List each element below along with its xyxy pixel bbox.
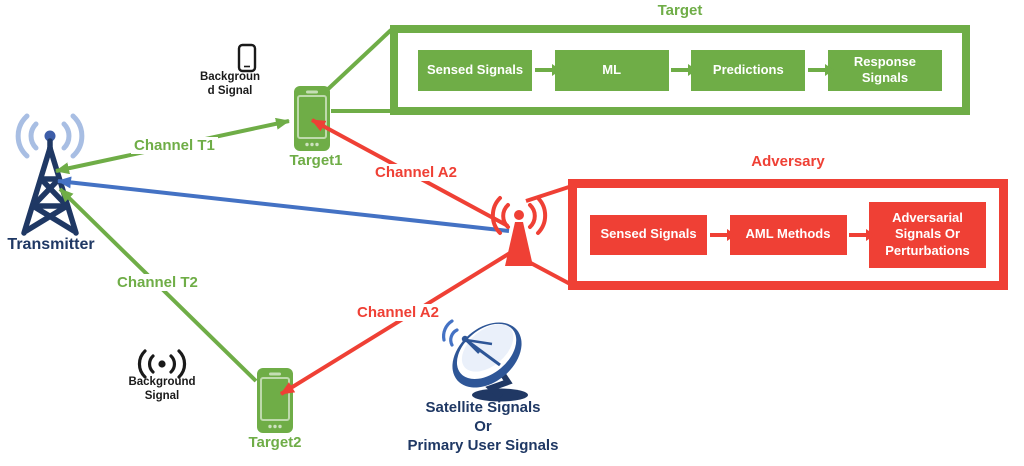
phone-outline-icon — [237, 43, 257, 73]
target-callout-wedge — [324, 28, 394, 113]
satellite-label-line3: Primary User Signals — [407, 437, 559, 455]
target2-label: Target2 — [248, 434, 302, 451]
target2-phone-icon — [256, 367, 294, 434]
adversary-step-sensed-signals: Sensed Signals — [590, 214, 707, 255]
channel-t1-text: Channel T1 — [131, 137, 218, 154]
channel-a2-bottom-label: Channel A2 — [354, 304, 442, 321]
target-step-response-signals: Response Signals — [827, 49, 942, 91]
background-signal-bottom-line1: Background — [128, 376, 196, 388]
channel-a2-bottom-line — [279, 251, 512, 396]
transmitter-tower-icon — [21, 130, 79, 236]
background-signal-bottom-label: Background Signal — [125, 376, 199, 404]
satellite-label-line2: Or — [474, 418, 492, 436]
target1-phone-icon — [293, 85, 331, 152]
right-arrow-icon — [849, 232, 867, 237]
right-arrow-icon — [709, 232, 727, 237]
adversary-step-adversarial-signals: Adversarial Signals Or Perturbations — [869, 201, 986, 268]
channel-a2-bottom-text: Channel A2 — [354, 304, 442, 321]
transmitter-adversary-line — [57, 176, 510, 233]
target-step-predictions: Predictions — [691, 49, 806, 91]
channel-t2-text: Channel T2 — [114, 274, 201, 291]
target-step-ml: ML — [554, 49, 669, 91]
broadcast-signal-icon — [137, 349, 187, 379]
background-signal-top-line2: d Signal — [207, 84, 253, 97]
target-step-sensed-signals: Sensed Signals — [418, 49, 532, 91]
transmitter-label: Transmitter — [7, 236, 95, 253]
target1-label: Target1 — [289, 152, 343, 169]
background-signal-bottom-line2: Signal — [144, 389, 180, 402]
right-arrow-icon — [534, 68, 552, 72]
background-signal-top-line1: Backgroun — [199, 71, 261, 83]
adversary-antenna-icon — [490, 196, 548, 266]
adversary-pipeline-box: Sensed Signals AML Methods Adversarial S… — [568, 179, 1008, 290]
channel-t1-label: Channel T1 — [131, 137, 218, 154]
target-pipeline-title: Target — [657, 2, 703, 19]
satellite-label-line1: Satellite Signals — [425, 399, 541, 416]
channel-a2-top-label: Channel A2 — [372, 164, 460, 181]
adversary-callout-wedge — [525, 184, 573, 287]
target-pipeline-box: Sensed Signals ML Predictions Response S… — [390, 25, 970, 115]
right-arrow-icon — [808, 68, 826, 72]
adversary-step-aml-methods: AML Methods — [729, 214, 847, 255]
background-signal-top-label: Backgroun d Signal — [193, 71, 267, 99]
channel-t2-label: Channel T2 — [114, 274, 201, 291]
satellite-dish-icon — [442, 319, 528, 402]
satellite-signals-label: Satellite Signals Or Primary User Signal… — [397, 398, 569, 455]
right-arrow-icon — [671, 68, 689, 72]
adversary-pipeline-title: Adversary — [751, 153, 825, 170]
channel-a2-top-text: Channel A2 — [372, 164, 460, 181]
